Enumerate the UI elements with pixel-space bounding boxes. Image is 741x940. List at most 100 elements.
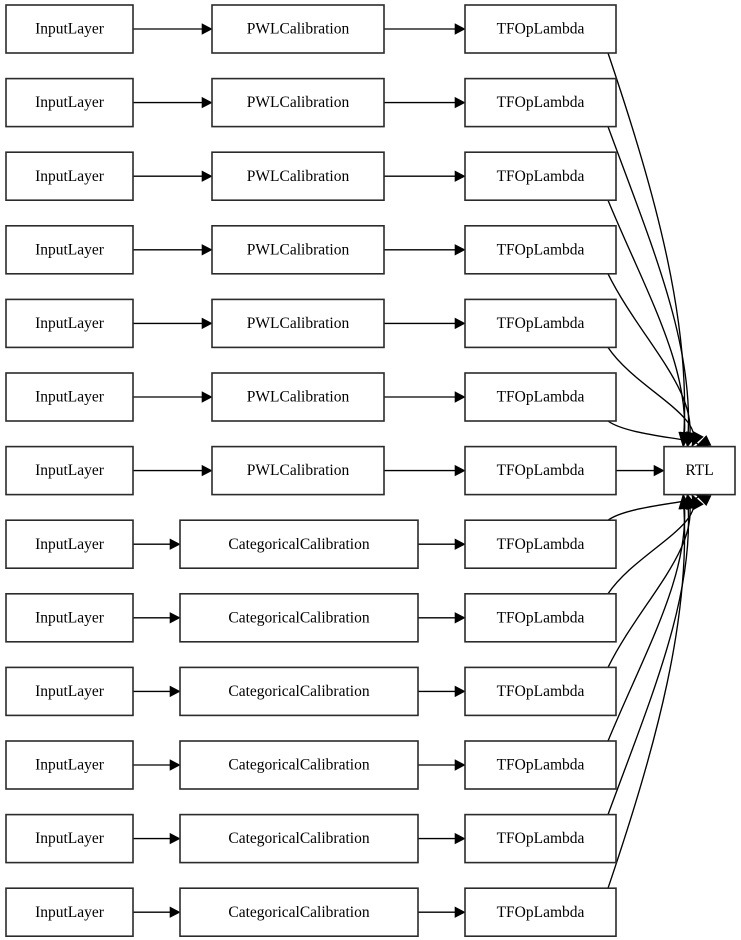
edge-calibration-to-op-7 xyxy=(418,538,466,550)
node-input-layer-12[interactable]: InputLayer xyxy=(5,887,134,938)
node-pwl-calibration-3[interactable]: PWLCalibration xyxy=(211,225,385,275)
node-input-layer-1[interactable]: InputLayer xyxy=(5,77,134,128)
node-input-layer-2[interactable]: InputLayer xyxy=(5,151,134,201)
node-input-layer-0-label: InputLayer xyxy=(35,21,105,38)
node-categorical-calibration-10[interactable]: CategoricalCalibration xyxy=(179,740,419,790)
node-input-layer-1-label: InputLayer xyxy=(35,94,105,111)
node-categorical-calibration-9[interactable]: CategoricalCalibration xyxy=(179,666,419,717)
node-tf-op-lambda-3[interactable]: TFOpLambda xyxy=(464,225,617,275)
node-categorical-calibration-9-label: CategoricalCalibration xyxy=(228,683,369,700)
node-input-layer-5-label: InputLayer xyxy=(35,389,105,406)
node-input-layer-6[interactable]: InputLayer xyxy=(5,445,134,496)
node-pwl-calibration-1[interactable]: PWLCalibration xyxy=(211,77,385,128)
node-tf-op-lambda-0-label: TFOpLambda xyxy=(497,21,585,38)
edge-calibration-to-op-5-head xyxy=(454,391,466,403)
edge-calibration-to-op-2 xyxy=(384,170,466,182)
edge-op-to-rtl-5-curve xyxy=(607,420,699,448)
node-categorical-calibration-8[interactable]: CategoricalCalibration xyxy=(179,592,419,643)
node-rtl[interactable]: RTL xyxy=(663,445,736,496)
edge-calibration-to-op-0-head xyxy=(454,23,466,35)
node-input-layer-11-label: InputLayer xyxy=(35,830,105,847)
node-tf-op-lambda-7[interactable]: TFOpLambda xyxy=(464,519,617,570)
edge-op-to-rtl-9-curve xyxy=(607,494,691,668)
node-tf-op-lambda-2[interactable]: TFOpLambda xyxy=(464,151,617,201)
node-input-layer-8-box xyxy=(5,592,134,643)
node-pwl-calibration-5-label: PWLCalibration xyxy=(247,389,350,406)
node-input-layer-5[interactable]: InputLayer xyxy=(5,372,134,422)
edge-input-to-calibration-3-head xyxy=(201,244,213,256)
node-pwl-calibration-6-box xyxy=(211,445,385,496)
edge-input-to-calibration-12-head xyxy=(169,906,181,918)
edge-input-to-calibration-0 xyxy=(133,23,213,35)
node-tf-op-lambda-3-box xyxy=(464,225,617,275)
node-pwl-calibration-5[interactable]: PWLCalibration xyxy=(211,372,385,422)
node-tf-op-lambda-10[interactable]: TFOpLambda xyxy=(464,740,617,790)
edge-input-to-calibration-9-head xyxy=(169,685,181,698)
node-tf-op-lambda-12-label: TFOpLambda xyxy=(497,904,585,921)
edge-op-to-rtl-4-curve xyxy=(607,347,695,447)
edge-calibration-to-op-6-head xyxy=(454,464,466,477)
node-input-layer-2-label: InputLayer xyxy=(35,168,105,185)
edge-op-to-rtl-0-curve xyxy=(607,52,686,447)
node-categorical-calibration-8-box xyxy=(179,592,419,643)
node-pwl-calibration-3-box xyxy=(211,225,385,275)
node-categorical-calibration-7-label: CategoricalCalibration xyxy=(228,536,369,553)
node-pwl-calibration-4[interactable]: PWLCalibration xyxy=(211,298,385,349)
node-input-layer-11[interactable]: InputLayer xyxy=(5,813,134,864)
node-input-layer-10[interactable]: InputLayer xyxy=(5,740,134,790)
node-input-layer-4[interactable]: InputLayer xyxy=(5,298,134,349)
edge-calibration-to-op-0 xyxy=(384,23,466,35)
edge-op-to-rtl-6-head xyxy=(653,464,665,477)
node-categorical-calibration-11[interactable]: CategoricalCalibration xyxy=(179,813,419,864)
edge-calibration-to-op-7-head xyxy=(454,538,466,550)
edge-input-to-calibration-8-head xyxy=(169,612,181,624)
edge-input-to-calibration-1 xyxy=(133,96,213,109)
edges-layer xyxy=(133,23,712,918)
node-categorical-calibration-11-label: CategoricalCalibration xyxy=(228,830,369,847)
edge-op-to-rtl-12-head xyxy=(678,493,691,510)
node-tf-op-lambda-12-box xyxy=(464,887,617,938)
node-input-layer-9-label: InputLayer xyxy=(35,683,105,700)
edge-op-to-rtl-1-curve xyxy=(607,126,690,447)
node-input-layer-12-box xyxy=(5,887,134,938)
edge-op-to-rtl-10-curve xyxy=(607,494,686,742)
edge-calibration-to-op-9-head xyxy=(454,685,466,698)
node-pwl-calibration-6-label: PWLCalibration xyxy=(247,462,350,479)
edge-calibration-to-op-2-head xyxy=(454,170,466,182)
node-tf-op-lambda-4[interactable]: TFOpLambda xyxy=(464,298,617,349)
node-input-layer-3[interactable]: InputLayer xyxy=(5,225,134,275)
node-input-layer-8[interactable]: InputLayer xyxy=(5,592,134,643)
node-input-layer-3-label: InputLayer xyxy=(35,241,105,258)
edge-input-to-calibration-3 xyxy=(133,244,213,256)
node-input-layer-0-box xyxy=(5,4,134,54)
edge-input-to-calibration-6 xyxy=(133,464,213,477)
node-pwl-calibration-6[interactable]: PWLCalibration xyxy=(211,445,385,496)
node-input-layer-0[interactable]: InputLayer xyxy=(5,4,134,54)
node-categorical-calibration-10-label: CategoricalCalibration xyxy=(228,757,369,774)
edge-calibration-to-op-3 xyxy=(384,244,466,256)
node-tf-op-lambda-0[interactable]: TFOpLambda xyxy=(464,4,617,54)
edge-calibration-to-op-12 xyxy=(418,906,466,918)
node-input-layer-9[interactable]: InputLayer xyxy=(5,666,134,717)
node-categorical-calibration-12[interactable]: CategoricalCalibration xyxy=(179,887,419,938)
node-tf-op-lambda-1[interactable]: TFOpLambda xyxy=(464,77,617,128)
node-tf-op-lambda-6-label: TFOpLambda xyxy=(497,462,585,479)
node-tf-op-lambda-11[interactable]: TFOpLambda xyxy=(464,813,617,864)
node-categorical-calibration-12-box xyxy=(179,887,419,938)
edge-calibration-to-op-1-head xyxy=(454,96,466,109)
edge-calibration-to-op-10-head xyxy=(454,759,466,771)
node-tf-op-lambda-9[interactable]: TFOpLambda xyxy=(464,666,617,717)
node-tf-op-lambda-5[interactable]: TFOpLambda xyxy=(464,372,617,422)
node-pwl-calibration-0[interactable]: PWLCalibration xyxy=(211,4,385,54)
node-categorical-calibration-7[interactable]: CategoricalCalibration xyxy=(179,519,419,570)
node-tf-op-lambda-10-label: TFOpLambda xyxy=(497,757,585,774)
node-tf-op-lambda-8[interactable]: TFOpLambda xyxy=(464,592,617,643)
edge-input-to-calibration-4 xyxy=(133,317,213,330)
node-input-layer-7[interactable]: InputLayer xyxy=(5,519,134,570)
edge-op-to-rtl-8-curve xyxy=(607,494,695,595)
node-pwl-calibration-2[interactable]: PWLCalibration xyxy=(211,151,385,201)
edge-input-to-calibration-2 xyxy=(133,170,213,182)
node-tf-op-lambda-12[interactable]: TFOpLambda xyxy=(464,887,617,938)
node-tf-op-lambda-6[interactable]: TFOpLambda xyxy=(464,445,617,496)
